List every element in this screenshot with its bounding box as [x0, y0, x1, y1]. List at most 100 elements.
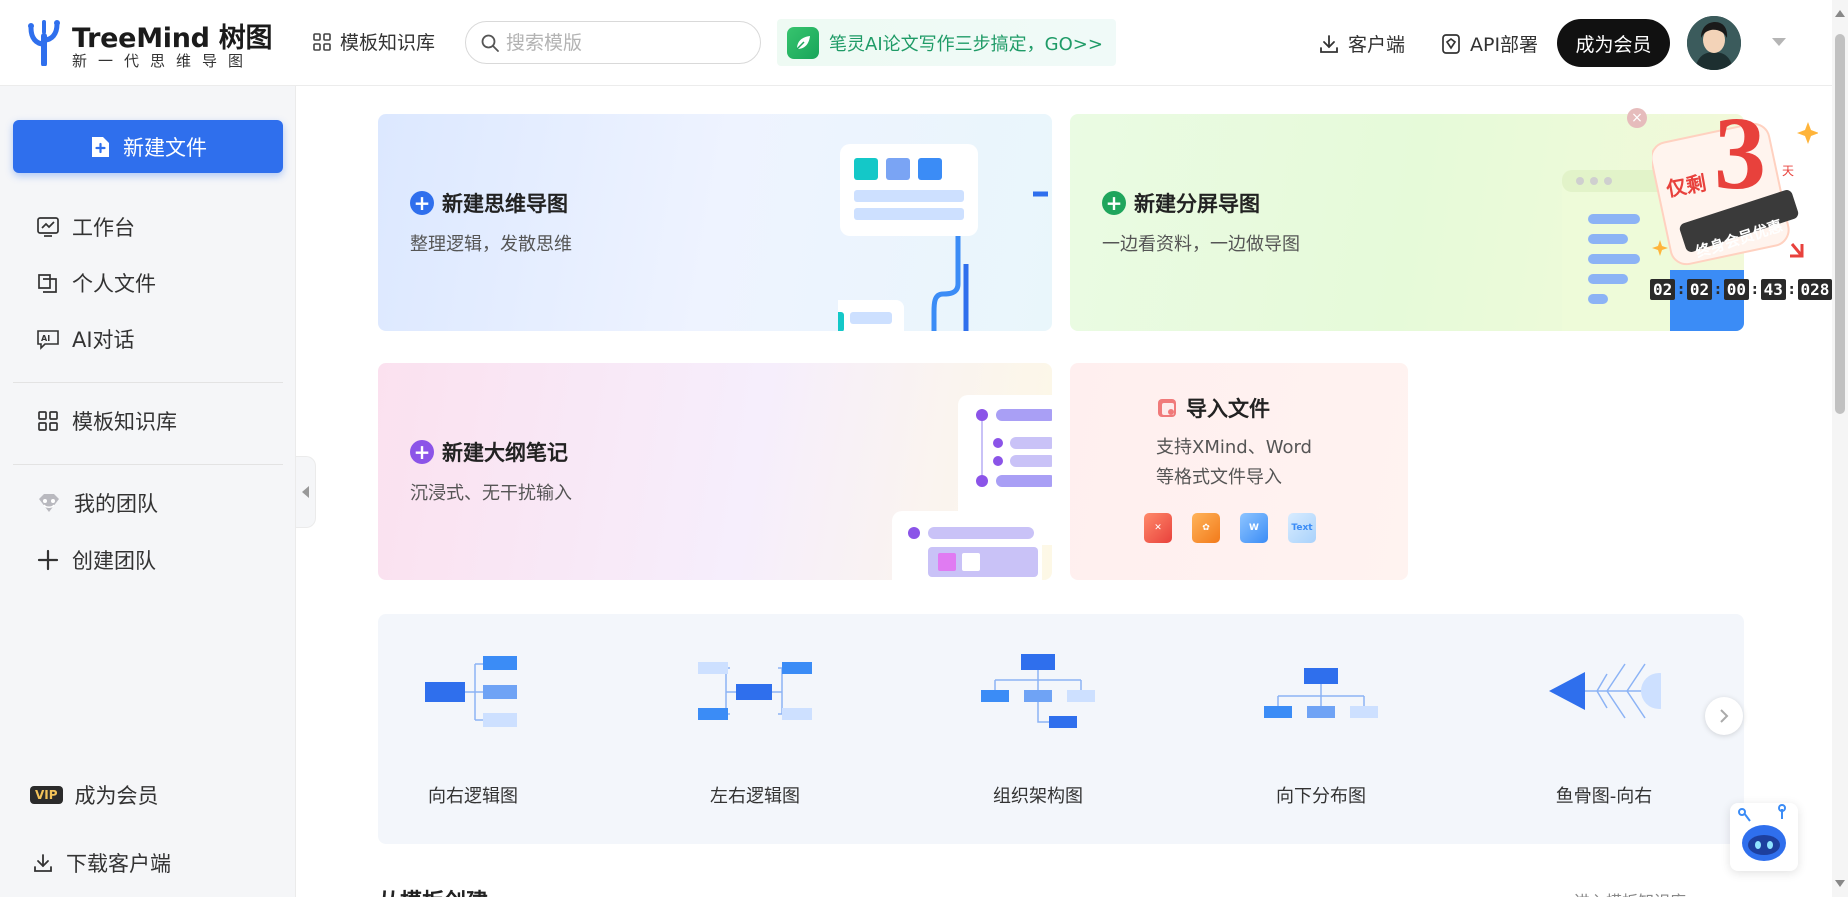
ai-writing-promo-banner[interactable]: 笔灵AI论文写作三步搞定，GO>> [777, 19, 1116, 66]
chevron-right-icon [1720, 709, 1729, 723]
scroll-up-arrow[interactable] [1835, 10, 1845, 17]
countdown-days: 02 [1650, 279, 1676, 300]
dashboard-icon [37, 217, 59, 237]
logo-tagline: 新一代思维导图 [72, 52, 255, 70]
template-layout-strip: 向右逻辑图 左右逻辑图 组织架构图 向下分 [378, 614, 1744, 844]
card-subtitle-line2: 等格式文件导入 [1156, 467, 1282, 488]
sidebar-divider [13, 464, 283, 465]
api-deploy-link[interactable]: API部署 [1440, 30, 1538, 57]
sidebar-item-my-team[interactable]: 我的团队 [36, 488, 158, 518]
ai-assistant-button[interactable] [1730, 803, 1798, 871]
new-outline-notes-card[interactable]: + 新建大纲笔记 沉浸式、无干扰输入 [378, 363, 1052, 580]
countdown-hours: 02 [1686, 279, 1713, 300]
user-avatar[interactable] [1687, 16, 1741, 70]
mindmanager-file-icon: ✿ [1192, 513, 1220, 543]
card-title-row: + 新建思维导图 [410, 188, 568, 218]
avatar-portrait-icon [1687, 16, 1741, 70]
left-right-logic-diagram-icon [698, 662, 812, 720]
template-item-right-logic[interactable]: 向右逻辑图 [378, 654, 568, 807]
sidebar-vip-label: 成为会员 [74, 784, 159, 808]
sidebar-divider [13, 382, 283, 383]
section-title-from-template: 从模板创建 [378, 884, 488, 897]
template-next-button[interactable] [1705, 697, 1743, 735]
card-title: 新建思维导图 [442, 192, 568, 216]
limited-offer-badge[interactable]: 仅剩 3 天 终身会员优惠 [1652, 102, 1818, 282]
api-link-label: API部署 [1470, 34, 1539, 56]
chevron-left-icon [302, 486, 309, 498]
countdown-seconds: 43 [1760, 279, 1786, 300]
download-icon [34, 854, 52, 872]
template-item-org-chart[interactable]: 组织架构图 [943, 654, 1133, 807]
new-file-button[interactable]: 新建文件 [13, 120, 283, 173]
new-file-label: 新建文件 [123, 135, 207, 160]
page-scrollbar[interactable] [1832, 0, 1848, 897]
new-split-screen-card[interactable]: + 新建分屏导图 一边看资料，一边做导图 [1070, 114, 1744, 331]
client-download-link[interactable]: 客户端 [1318, 30, 1405, 57]
top-header: TreeMind 树图 新一代思维导图 模板知识库 笔灵AI论文写作三步搞定，G… [0, 0, 1832, 86]
scroll-thumb[interactable] [1835, 34, 1845, 414]
sidebar-item-workspace[interactable]: 工作台 [36, 212, 135, 242]
robot-assistant-icon [1738, 804, 1786, 861]
offer-badge-graphic-icon [1652, 122, 1818, 266]
sidebar-item-personal-files[interactable]: 个人文件 [36, 268, 156, 298]
logo-title: TreeMind 树图 [72, 23, 273, 54]
split-screen-illustration-icon [1562, 170, 1744, 331]
vip-badge-icon: VIP [30, 786, 63, 804]
org-chart-diagram-icon [981, 654, 1095, 728]
leaf-pen-icon [787, 26, 819, 59]
search-box[interactable] [465, 21, 761, 64]
countdown-minutes: 00 [1723, 279, 1750, 300]
sidebar-collapse-toggle[interactable] [296, 456, 316, 528]
right-logic-diagram-icon [425, 656, 517, 727]
folder-icon [38, 274, 57, 293]
template-item-left-right-logic[interactable]: 左右逻辑图 [660, 654, 850, 807]
countdown-millis: 028 [1797, 279, 1833, 300]
plus-circle-icon: + [410, 440, 434, 464]
card-title-row: + 新建分屏导图 [1102, 188, 1260, 218]
sidebar-item-label: 创建团队 [72, 549, 156, 573]
search-input[interactable] [506, 31, 746, 54]
scroll-down-arrow[interactable] [1835, 880, 1845, 887]
xmind-file-icon: ✕ [1144, 513, 1172, 543]
card-title: 新建分屏导图 [1134, 192, 1260, 216]
mindmap-illustration-icon [838, 144, 1048, 331]
card-title: 导入文件 [1186, 397, 1270, 421]
template-item-downward-layout[interactable]: 向下分布图 [1226, 654, 1416, 807]
client-link-label: 客户端 [1348, 34, 1406, 56]
svg-text:AI: AI [41, 334, 50, 343]
tree-logo-icon [28, 20, 60, 66]
template-library-link[interactable]: 进入模板知识库 > [1574, 888, 1705, 897]
header-templates-label: 模板知识库 [340, 32, 436, 54]
search-icon [481, 34, 499, 52]
text-file-icon: Text [1288, 513, 1316, 543]
sidebar-item-ai-chat[interactable]: AI AI对话 [36, 324, 135, 354]
import-file-icon [1158, 399, 1176, 417]
promo-close-icon[interactable]: × [1627, 108, 1647, 128]
card-subtitle: 一边看资料，一边做导图 [1102, 234, 1300, 255]
header-templates-link[interactable]: 模板知识库 [312, 28, 435, 55]
plus-circle-icon: + [410, 191, 434, 215]
card-title: 新建大纲笔记 [442, 441, 568, 465]
account-dropdown-caret[interactable] [1772, 38, 1786, 46]
template-item-fishbone-right[interactable]: 鱼骨图-向右 [1509, 654, 1699, 807]
sidebar-item-label: 工作台 [72, 216, 135, 240]
card-title-row: + 新建大纲笔记 [410, 437, 568, 467]
template-label: 组织架构图 [993, 786, 1083, 807]
word-file-icon: W [1240, 513, 1268, 543]
supported-file-types: ✕ ✿ W Text [1144, 513, 1316, 543]
treemind-logo[interactable]: TreeMind 树图 新一代思维导图 [26, 14, 272, 72]
sidebar-item-create-team[interactable]: 创建团队 [36, 545, 156, 575]
import-file-card[interactable]: 导入文件 支持XMind、Word 等格式文件导入 ✕ ✿ W Text [1070, 363, 1408, 580]
template-label: 鱼骨图-向右 [1555, 786, 1653, 807]
sidebar-download-label: 下载客户端 [66, 852, 171, 876]
sidebar-download-client[interactable]: 下载客户端 [32, 848, 171, 878]
sidebar-become-member[interactable]: VIP 成为会员 [30, 780, 159, 810]
new-mindmap-card[interactable]: + 新建思维导图 整理逻辑，发散思维 [378, 114, 1052, 331]
plus-icon [37, 549, 59, 571]
sidebar-item-template-library[interactable]: 模板知识库 [36, 406, 177, 436]
outline-illustration-icon [892, 395, 1052, 580]
left-sidebar: 新建文件 工作台 个人文件 AI AI对话 模板知识库 [0, 86, 296, 897]
downward-layout-diagram-icon [1264, 668, 1378, 718]
become-member-button[interactable]: 成为会员 [1557, 19, 1670, 67]
offer-days-number: 3 [1714, 96, 1766, 211]
